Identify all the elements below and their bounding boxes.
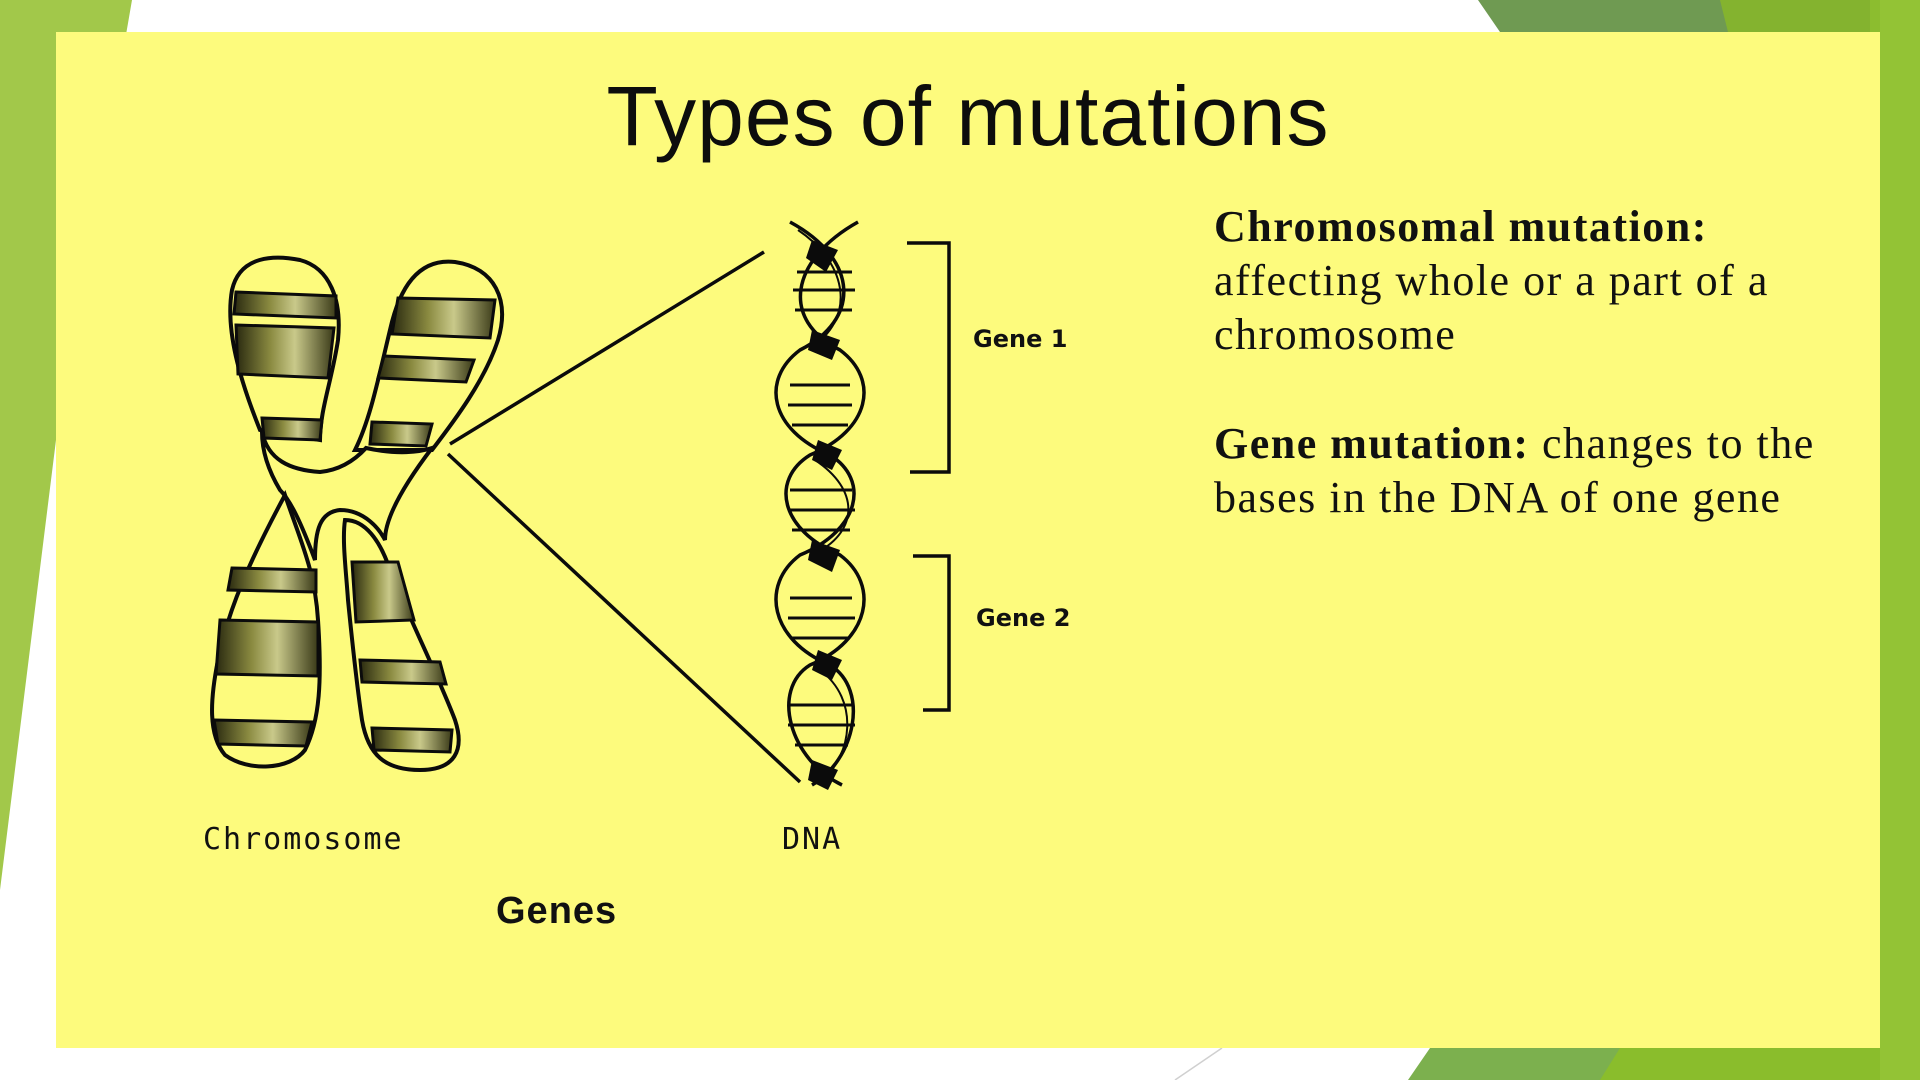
dna-strand-shading-icon — [806, 240, 842, 790]
gene-1-label: Gene 1 — [973, 325, 1068, 353]
definition-term: Chromosomal mutation: — [1214, 202, 1708, 251]
definition-description: changes to the bases in the DNA of one g… — [1214, 419, 1815, 522]
gene-brackets-icon — [907, 241, 951, 712]
dna-helix-icon — [774, 220, 866, 787]
slide-title: Types of mutations — [606, 69, 1330, 163]
dna-label: DNA — [782, 822, 843, 857]
gene-2-label: Gene 2 — [976, 604, 1071, 632]
chromosome-bands-icon — [212, 290, 497, 754]
definition-description: affecting whole or a part of a chromosom… — [1214, 256, 1769, 359]
dna-base-pairs-icon — [788, 270, 855, 747]
genes-label: Genes — [496, 890, 618, 932]
zoom-lines-icon — [446, 250, 802, 784]
definition-gene-mutation: Gene mutation: changes to the bases in t… — [1214, 417, 1874, 525]
definition-chromosomal-mutation: Chromosomal mutation: affecting whole or… — [1214, 200, 1874, 362]
definition-term: Gene mutation: — [1214, 419, 1530, 468]
chromosome-label: Chromosome — [203, 822, 404, 857]
